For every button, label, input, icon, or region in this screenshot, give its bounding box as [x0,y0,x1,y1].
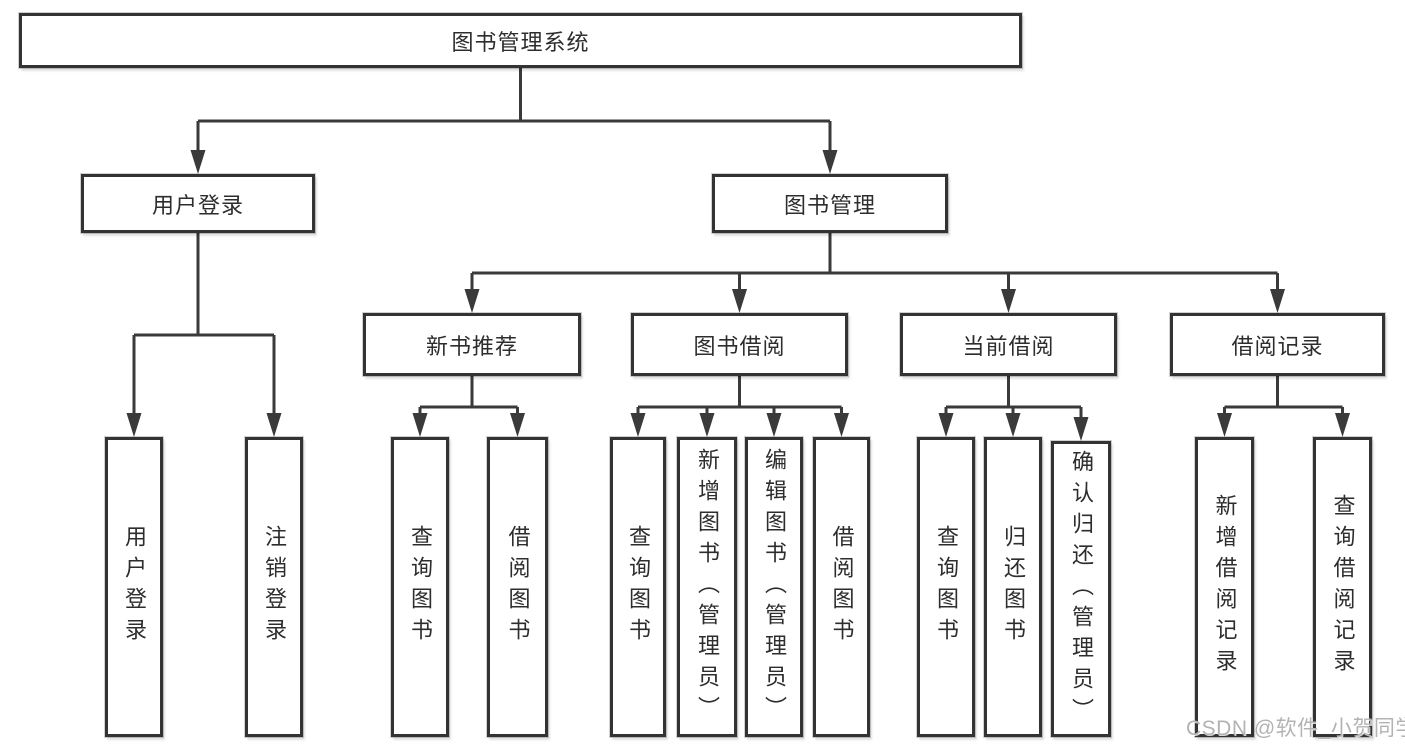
arrowhead [1005,413,1021,437]
arrowhead [1217,413,1232,437]
arrowhead [1335,413,1350,437]
node-label: 当前借阅 [962,333,1055,359]
node-leaf-query-book-3: 查询图书 [917,437,975,737]
node-book-mgmt: 图书管理 [712,174,948,233]
node-leaf-add-book: 新增图书（管理员） [677,437,737,737]
node-leaf-query-book-2: 查询图书 [610,437,666,737]
node-book-borrow: 图书借阅 [631,313,848,376]
node-label: 确认归还（管理员） [1069,449,1094,729]
arrowhead [510,413,525,437]
node-label: 借阅记录 [1231,333,1324,359]
node-root: 图书管理系统 [19,13,1022,68]
node-label: 新增图书（管理员） [695,447,720,727]
node-current-borrow: 当前借阅 [900,313,1117,376]
node-label: 编辑图书（管理员） [762,447,787,727]
node-label: 查询图书 [934,525,959,649]
arrowhead [834,413,849,437]
node-label: 图书管理系统 [451,29,590,55]
arrowhead [412,413,428,437]
arrowhead [190,150,206,174]
node-leaf-borrow-book-1: 借阅图书 [487,437,548,737]
watermark-text: CSDN @软件_小贺同学 [1186,717,1405,740]
node-label: 借阅图书 [829,525,855,649]
node-leaf-user-login: 用户登录 [105,437,163,737]
arrowhead [266,413,282,437]
node-label: 新增借阅记录 [1212,494,1238,680]
node-label: 注销登录 [262,525,287,649]
node-user-login: 用户登录 [81,174,315,233]
node-borrow-records: 借阅记录 [1170,313,1385,376]
node-label: 用户登录 [122,525,147,649]
node-label: 图书管理 [783,192,876,218]
node-leaf-confirm-return: 确认归还（管理员） [1051,441,1111,737]
arrowhead [822,150,838,174]
arrowhead [766,413,782,437]
node-leaf-return-book: 归还图书 [984,437,1042,737]
node-leaf-logout: 注销登录 [245,437,303,737]
node-label: 图书借阅 [693,333,786,359]
arrowhead [464,289,480,313]
node-label: 查询图书 [408,525,433,649]
arrowhead [630,413,646,437]
arrowhead [732,289,747,313]
node-label: 查询借阅记录 [1330,494,1356,680]
arrowhead [938,413,954,437]
node-label: 查询图书 [626,525,651,649]
node-label: 借阅图书 [505,525,531,649]
node-leaf-query-book-1: 查询图书 [391,437,449,737]
node-label: 归还图书 [1001,525,1026,649]
arrowhead [1073,417,1089,441]
arrowhead [1001,289,1016,313]
arrowhead [126,413,142,437]
connector-lines [132,68,1344,421]
arrowhead [699,413,715,437]
node-label: 用户登录 [151,192,244,218]
node-leaf-edit-book: 编辑图书（管理员） [745,437,803,737]
node-leaf-query-record: 查询借阅记录 [1313,437,1372,737]
node-label: 新书推荐 [425,333,518,359]
node-new-book-rec: 新书推荐 [363,313,581,376]
node-leaf-add-record: 新增借阅记录 [1195,437,1254,737]
node-leaf-borrow-book-2: 借阅图书 [813,437,870,737]
arrowhead [1270,289,1285,313]
